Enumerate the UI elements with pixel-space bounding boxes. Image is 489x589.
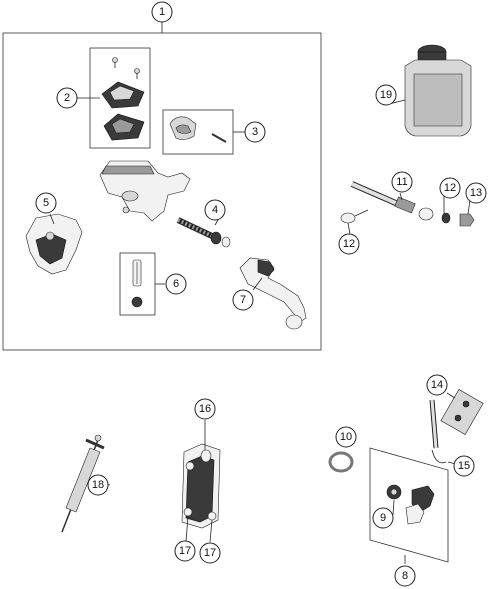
svg-text:18: 18: [92, 479, 104, 491]
leader-7: [252, 277, 263, 291]
handlebar-clamp: [169, 116, 227, 143]
callout-17b: 17: [199, 542, 221, 564]
svg-text:16: 16: [199, 403, 211, 415]
o-ring: [328, 451, 354, 473]
callout-14: 14: [426, 374, 448, 396]
callout-10: 10: [335, 426, 357, 448]
brake-caliper: [181, 443, 221, 529]
svg-text:10: 10: [340, 431, 352, 443]
svg-text:4: 4: [212, 204, 218, 216]
callout-19: 19: [375, 84, 397, 106]
callout-3: 3: [244, 121, 266, 143]
svg-text:19: 19: [380, 89, 392, 101]
svg-text:15: 15: [458, 460, 470, 472]
svg-text:3: 3: [252, 126, 258, 138]
svg-text:12: 12: [343, 238, 355, 250]
svg-text:6: 6: [173, 278, 179, 290]
bleed-fitting: [429, 389, 484, 464]
callout-2: 2: [56, 87, 78, 109]
bleeding-syringe: [61, 434, 105, 533]
leader-9: [392, 499, 395, 516]
callout-18: 18: [87, 474, 109, 496]
svg-text:11: 11: [396, 176, 407, 188]
brake-pad-kit-sheet: [369, 447, 449, 563]
callout-17a: 17: [174, 540, 196, 562]
callout-5: 5: [35, 192, 57, 214]
leader-11: [399, 192, 403, 201]
callout-7: 7: [232, 289, 254, 311]
leader-5: [49, 213, 55, 225]
callout-6: 6: [165, 273, 187, 295]
callout-4: 4: [204, 199, 226, 221]
svg-text:17: 17: [179, 545, 191, 557]
leader-17b: [209, 519, 213, 543]
svg-text:8: 8: [402, 570, 408, 582]
diaphragm: [103, 113, 145, 141]
pivot-pin: [131, 259, 143, 308]
callout-12b: 12: [439, 177, 461, 199]
callout-16: 16: [194, 398, 216, 420]
cover-screws: [112, 57, 140, 79]
svg-text:5: 5: [43, 197, 49, 209]
svg-text:9: 9: [380, 512, 386, 524]
svg-text:2: 2: [64, 92, 70, 104]
brake-lever: [239, 257, 307, 330]
brake-line-fitting: [340, 181, 475, 227]
svg-text:17: 17: [204, 547, 216, 559]
leader-17a: [185, 515, 189, 543]
piston-kit: [176, 217, 231, 248]
callout-12a: 12: [338, 233, 360, 255]
svg-text:13: 13: [470, 187, 482, 199]
callout-13: 13: [465, 182, 487, 204]
leader-12a: [347, 222, 351, 235]
svg-text:14: 14: [431, 379, 443, 391]
brake-fluid-bottle: [404, 44, 472, 137]
reservoir-cover: [101, 81, 145, 109]
callout-11: 11: [391, 171, 413, 193]
leader-13: [467, 199, 471, 215]
svg-text:12: 12: [444, 182, 456, 194]
callout-1: 1: [151, 1, 173, 23]
svg-text:1: 1: [159, 6, 165, 18]
svg-text:7: 7: [240, 294, 246, 306]
callout-9: 9: [372, 507, 394, 529]
master-cylinder-body: [99, 160, 191, 222]
callout-15: 15: [453, 455, 475, 477]
leader-14: [446, 392, 456, 399]
callout-8: 8: [394, 565, 416, 587]
brake-switch-housing: [25, 213, 83, 275]
